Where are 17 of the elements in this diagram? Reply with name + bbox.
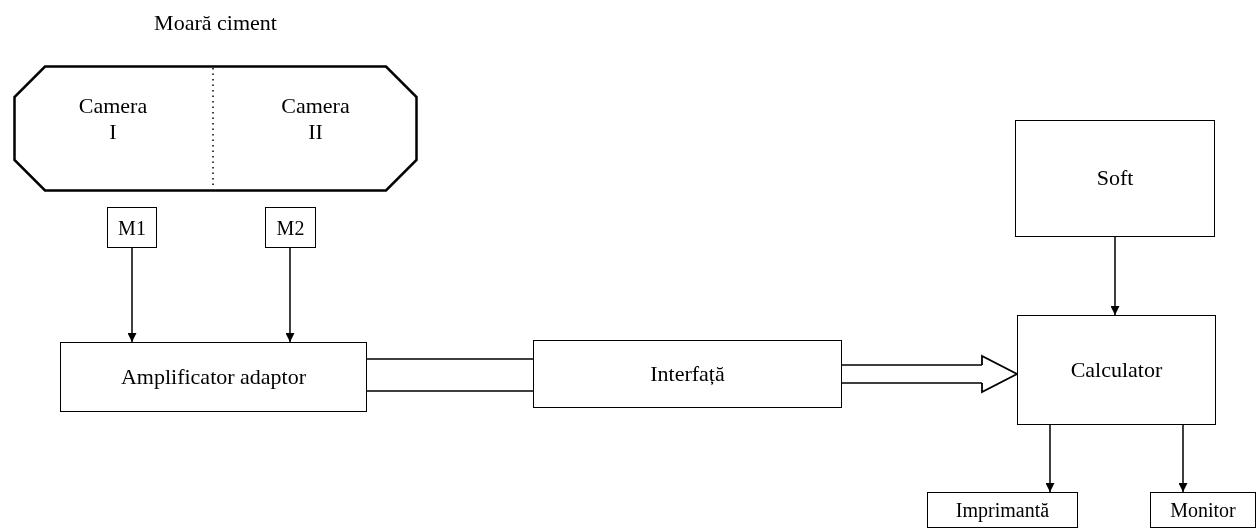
mill-title: Moară ciment (153, 10, 278, 37)
process-box: Calculator (1017, 315, 1216, 425)
arrow (1178, 424, 1188, 493)
process-box: Soft (1015, 120, 1215, 237)
arrow (285, 247, 295, 343)
output-box: Monitor (1150, 492, 1256, 528)
arrow (1045, 424, 1055, 493)
arrow (127, 247, 137, 343)
sensor-box: M1 (107, 207, 157, 248)
chamber-label: Camera II (280, 93, 351, 146)
arrow (1110, 236, 1120, 316)
output-box: Imprimantă (927, 492, 1078, 528)
process-box: Amplificator adaptor (60, 342, 367, 412)
process-box: Interfață (533, 340, 842, 408)
double-line-connector (366, 358, 534, 392)
chamber-label: Camera I (77, 93, 149, 146)
sensor-box: M2 (265, 207, 316, 248)
